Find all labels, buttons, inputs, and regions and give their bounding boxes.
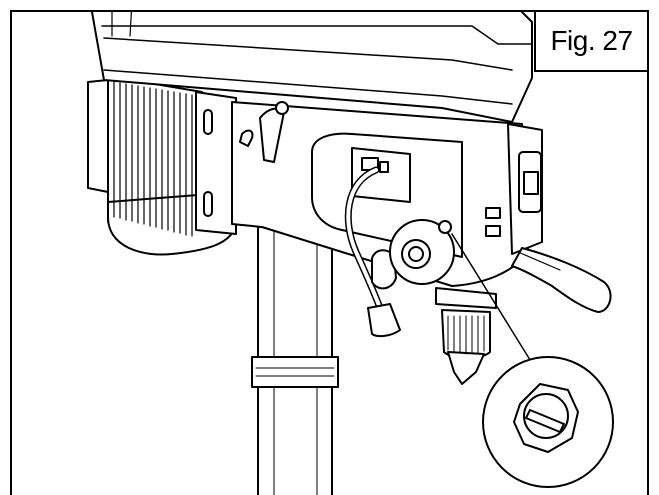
depth-stop-lever — [239, 101, 289, 163]
belt-guard — [91, 12, 533, 123]
figure-label: Fig. 27 — [534, 12, 647, 72]
depth-scale-plates — [485, 207, 501, 237]
feed-hub — [371, 219, 612, 313]
slotted-plug-icon — [513, 383, 579, 453]
figure-frame: Fig. 27 — [10, 10, 649, 495]
motor-mount-plate — [195, 91, 237, 235]
detail-callout — [482, 356, 614, 488]
column-collar — [251, 356, 339, 388]
drill-press-illustration — [87, 12, 614, 495]
drill-chuck — [435, 287, 497, 385]
work-lamp — [344, 166, 401, 338]
detail-leader-line — [451, 233, 541, 377]
switch-box — [507, 123, 543, 255]
